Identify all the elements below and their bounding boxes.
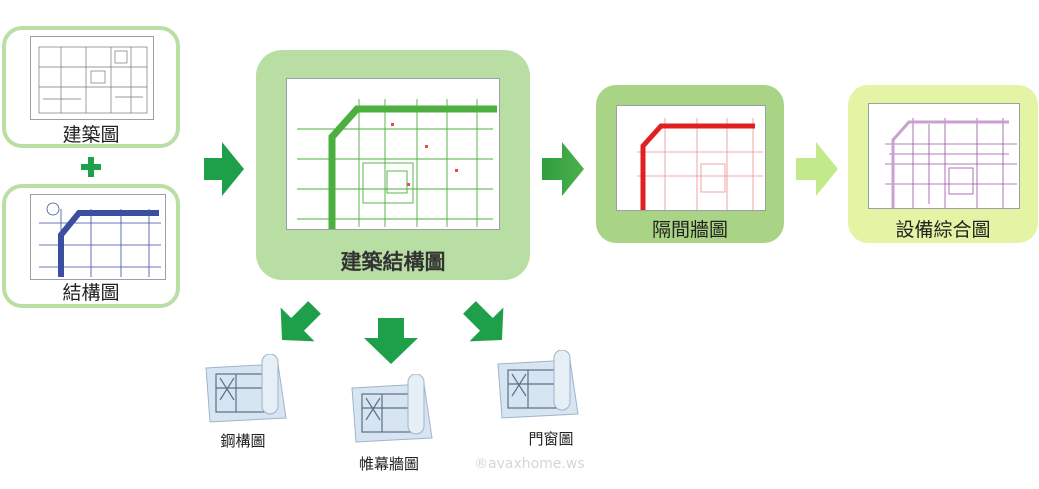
arrow-down-left-icon	[272, 296, 326, 350]
input-card-structure: 結構圖	[2, 184, 180, 308]
structure-plan-drawing	[39, 202, 161, 277]
partition-label: 隔間牆圖	[651, 219, 728, 241]
architecture-plan-thumbnail	[30, 36, 154, 120]
structure-plan-thumbnail	[30, 194, 166, 280]
main-card-architecture-structure: 建築結構圖	[256, 50, 530, 280]
architecture-structure-plan-thumbnail	[286, 78, 500, 230]
output-label-curtain-wall: 帷幕牆圖	[358, 455, 419, 473]
blueprint-roll-icon	[490, 350, 590, 426]
main-label: 建築結構圖	[340, 250, 446, 274]
equipment-plan-thumbnail	[868, 103, 1020, 209]
blueprint-roll-icon	[344, 374, 444, 450]
arrow-down-right-icon	[458, 296, 512, 350]
arrow-right-icon	[796, 142, 838, 196]
input-card-architecture: 建築圖	[2, 26, 180, 148]
output-label-doors-windows: 門窗圖	[528, 430, 574, 448]
watermark: ®avaxhome.ws	[474, 456, 585, 472]
plus-icon	[80, 156, 102, 178]
equipment-card: 設備綜合圖	[848, 85, 1038, 243]
equipment-label: 設備綜合圖	[895, 219, 991, 241]
input-label-architecture: 建築圖	[62, 124, 120, 146]
output-label-steel: 鋼構圖	[220, 432, 266, 450]
partition-plan-thumbnail	[616, 105, 766, 211]
architecture-plan-drawing	[38, 46, 148, 114]
equipment-plan-drawing	[885, 118, 1017, 208]
arrow-right-icon	[542, 142, 584, 196]
arrow-right-icon	[204, 142, 244, 196]
partition-card: 隔間牆圖	[596, 85, 784, 243]
input-label-structure: 結構圖	[62, 282, 120, 304]
architecture-structure-plan-drawing	[297, 99, 497, 229]
partition-plan-drawing	[637, 118, 763, 210]
arrow-down-icon	[364, 318, 418, 364]
blueprint-roll-icon	[198, 354, 298, 430]
